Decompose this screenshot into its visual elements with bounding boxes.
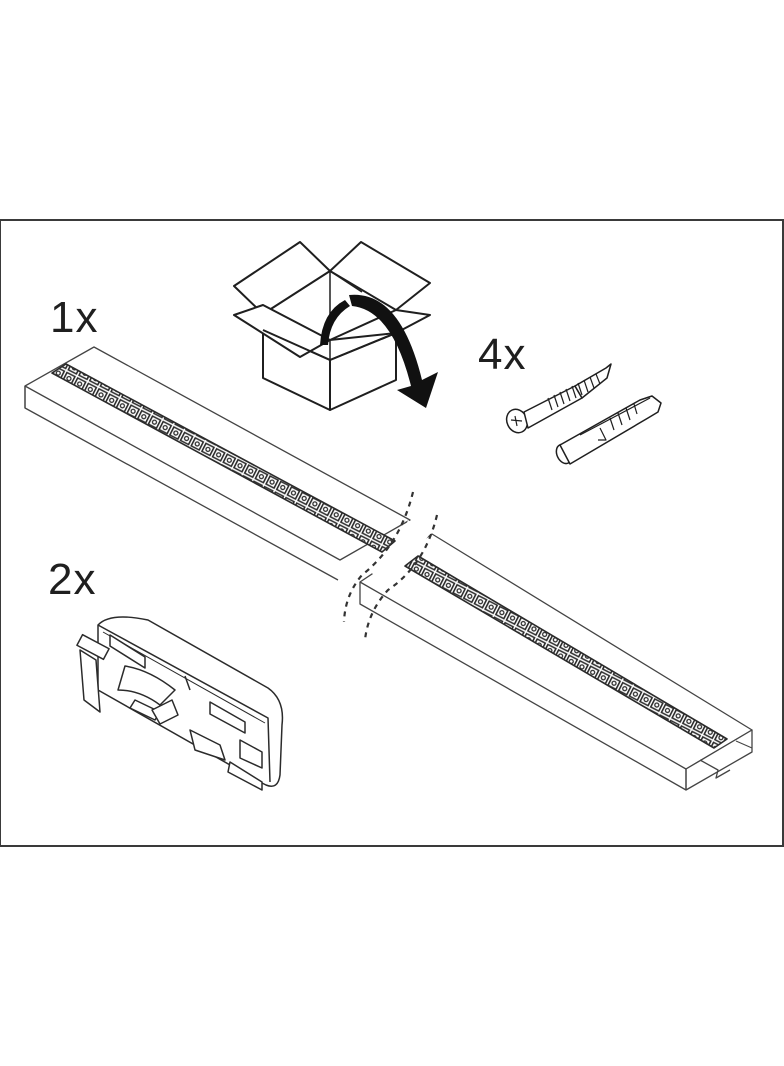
strip-break-gap (370, 520, 430, 585)
end-cap-illustration (77, 617, 283, 790)
strip-break-lines (344, 492, 437, 640)
led-strip-quantity: 1x (50, 293, 99, 342)
unpack-arrow-icon (320, 294, 438, 408)
wall-plug-icon (553, 396, 661, 466)
end-cap-quantity: 2x (48, 555, 97, 604)
screw-icon (503, 364, 611, 436)
led-strip-illustration (25, 347, 752, 790)
open-box-icon (234, 242, 430, 410)
screw-plug-quantity: 4x (478, 330, 527, 379)
